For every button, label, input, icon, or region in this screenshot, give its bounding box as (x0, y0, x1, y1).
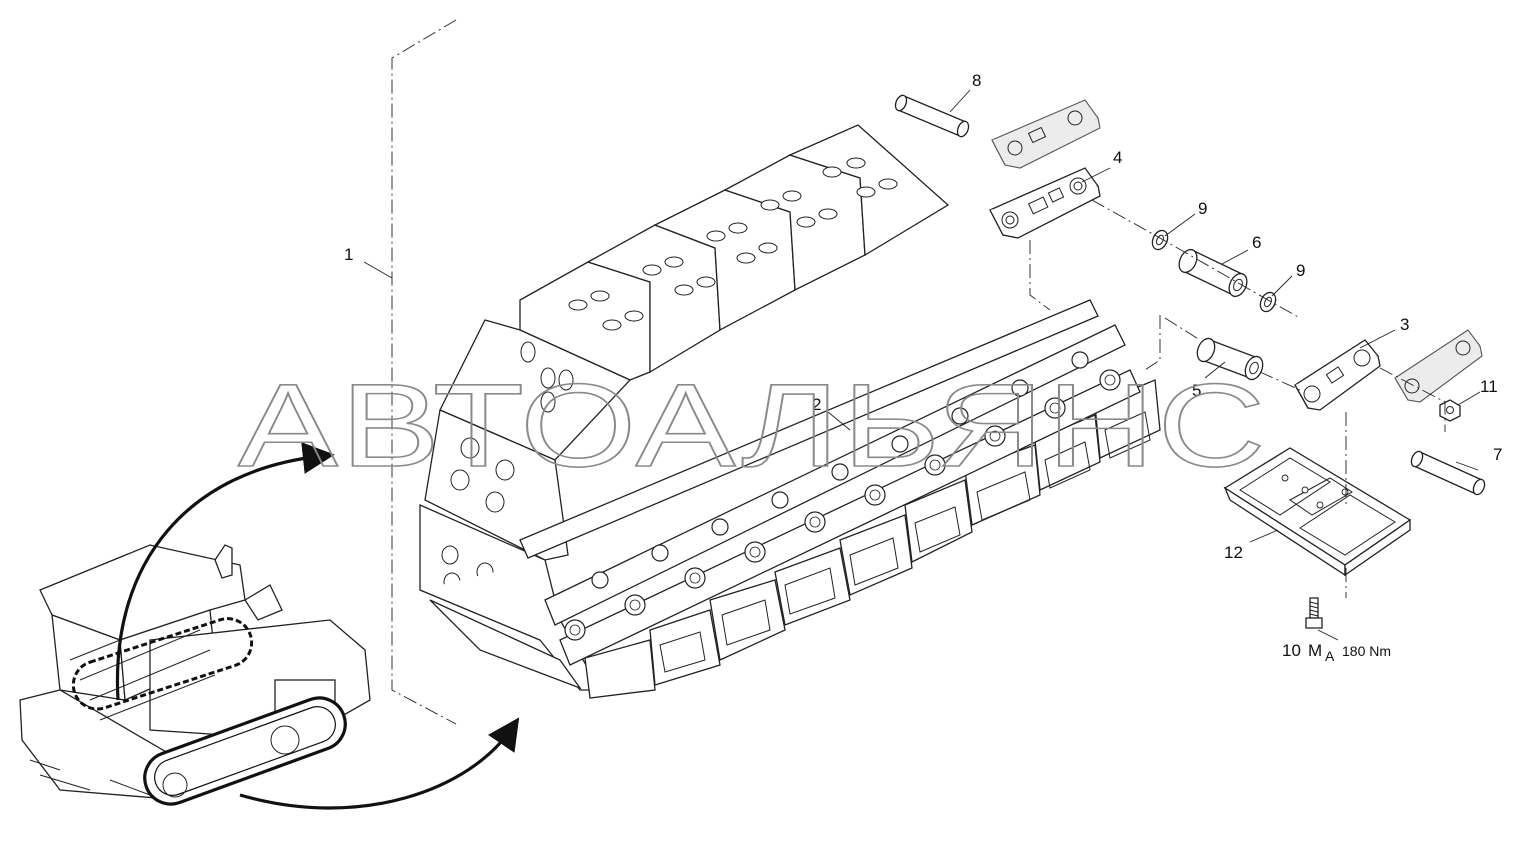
leader-lines (363, 89, 1481, 641)
bolt-icon (1305, 597, 1323, 629)
link-plate-icon (1394, 329, 1483, 403)
assembly-axis (1091, 199, 1301, 319)
paver-machine-icon (19, 544, 371, 806)
bushing-icon (1178, 248, 1248, 298)
callout-5: 5 (1192, 381, 1201, 400)
arrow-to-upper-track (115, 442, 335, 701)
link-plate-icon (991, 99, 1101, 169)
callout-11: 11 (1480, 377, 1498, 396)
nut-icon (1439, 399, 1461, 422)
callout-9-upper: 9 (1198, 199, 1207, 218)
washer-icon (1259, 291, 1277, 313)
callout-3: 3 (1400, 315, 1409, 334)
callout-10: 10 (1282, 641, 1301, 660)
link-plate-icon (989, 167, 1101, 239)
bushing-icon (1196, 337, 1264, 381)
torque-value: 180 Nm (1342, 643, 1391, 659)
track-chain-icon (419, 124, 1161, 699)
assembly-axis (1164, 317, 1446, 432)
arrow-to-lower-track (239, 717, 520, 810)
callout-1: 1 (344, 245, 353, 264)
assembly-axis (1029, 240, 1051, 311)
track-shoe-icon (1223, 447, 1412, 577)
group-boundary-line (391, 19, 457, 725)
callout-7: 7 (1493, 445, 1502, 464)
callout-6: 6 (1252, 233, 1261, 252)
link-plate-icon (1294, 339, 1381, 411)
callout-12: 12 (1224, 543, 1243, 562)
watermark-text: АВТОАЛЬЯНС (238, 360, 1268, 492)
torque-symbol: M (1308, 641, 1322, 660)
callout-2: 2 (812, 395, 821, 414)
callout-4: 4 (1113, 148, 1122, 167)
callout-9-lower: 9 (1296, 261, 1305, 280)
pin-icon (1410, 450, 1486, 496)
washer-icon (1151, 229, 1169, 251)
callout-8: 8 (972, 71, 981, 90)
pin-icon (894, 94, 970, 138)
assembly-axis (1144, 315, 1161, 371)
torque-subscript: A (1325, 648, 1335, 664)
